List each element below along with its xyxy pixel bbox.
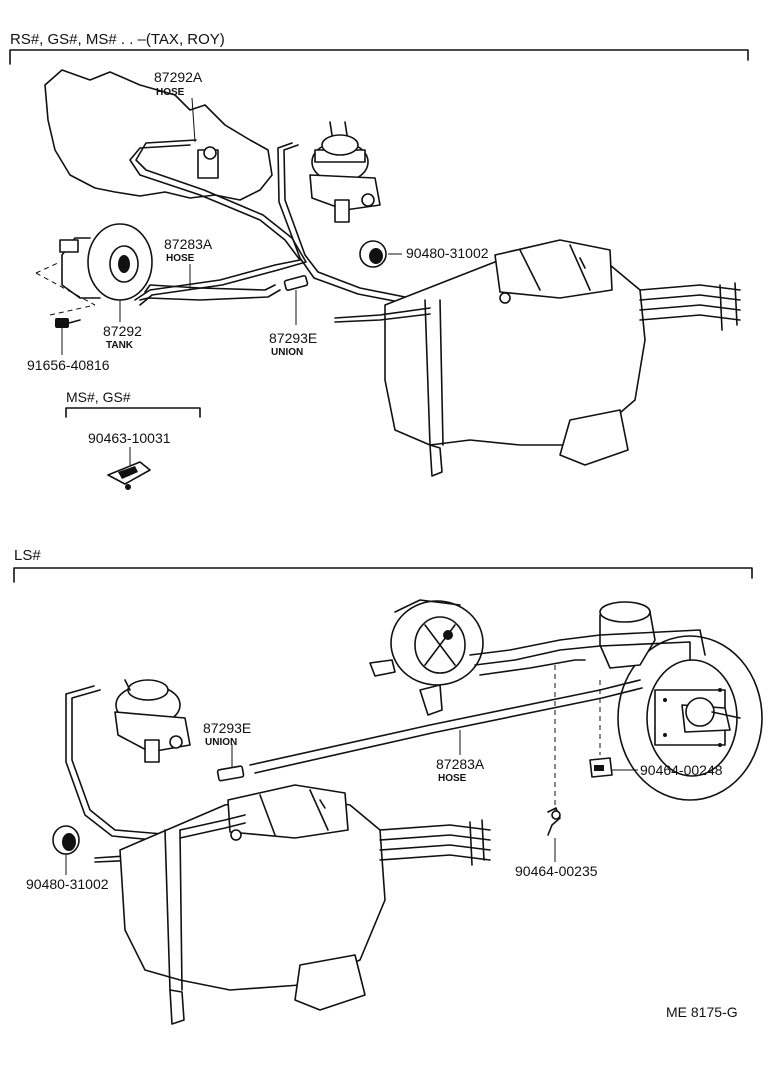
label-90480-31002-bottom: 90480-31002 — [26, 876, 109, 892]
hose-87292A — [129, 144, 301, 301]
top-section: RS#, GS#, MS# . . –(TAX, ROY) — [9, 31, 749, 490]
heater-unit-bottom — [119, 784, 491, 1025]
clip-90463-10031 — [107, 447, 151, 490]
label-87293E-bottom-number: 87293E — [203, 720, 251, 736]
heater-unit-top — [334, 239, 741, 477]
bottom-section-header: LS# — [14, 547, 41, 564]
label-91656-40816: 91656-40816 — [27, 357, 110, 373]
reservoir — [599, 601, 656, 669]
label-87283A-bottom-name: HOSE — [438, 773, 467, 784]
label-87292A-number: 87292A — [154, 69, 203, 85]
union-87293E-top — [283, 274, 309, 325]
bottom-section-bracket — [13, 567, 753, 583]
label-90464-00248: 90464-00248 — [640, 762, 723, 778]
diagram-code: ME 8175-G — [666, 1004, 738, 1020]
vacuum-actuator-top — [309, 121, 381, 223]
bolt-91656-40816 — [55, 318, 81, 355]
label-90480-31002-top: 90480-31002 — [406, 245, 489, 261]
top-sub-bracket — [65, 407, 201, 418]
hose-87283A-bottom — [249, 679, 641, 766]
label-87292-number: 87292 — [103, 323, 142, 339]
clip-90464-00248 — [589, 757, 638, 778]
label-87293E-top-number: 87293E — [269, 330, 317, 346]
vacuum-tank-bottom — [369, 599, 484, 716]
union-87293E-bottom — [216, 744, 245, 782]
vacuum-line-bottom — [71, 689, 176, 836]
body-panel-outline — [44, 69, 273, 201]
label-87293E-top-name: UNION — [271, 347, 303, 358]
vacuum-tank — [35, 223, 153, 316]
top-section-bracket — [9, 49, 749, 65]
label-90464-00235: 90464-00235 — [515, 863, 598, 879]
brake-booster — [617, 635, 763, 801]
grommet-top — [359, 240, 402, 268]
top-sub-header: MS#, GS# — [66, 389, 131, 405]
grommet-bottom — [52, 825, 80, 875]
label-87283A-top-number: 87283A — [164, 236, 213, 252]
label-90463-10031: 90463-10031 — [88, 430, 171, 446]
vacuum-line-top — [283, 144, 471, 306]
label-87283A-bottom-number: 87283A — [436, 756, 485, 772]
vacuum-actuator-bottom — [114, 679, 191, 763]
top-section-header: RS#, GS#, MS# . . –(TAX, ROY) — [10, 31, 225, 48]
label-87292A-name: HOSE — [156, 87, 185, 98]
bottom-section: LS# — [13, 547, 763, 1025]
clip-90464-00235 — [547, 807, 561, 862]
label-87292-name: TANK — [106, 340, 134, 351]
hose-87283A-top — [144, 284, 276, 293]
label-87293E-bottom-name: UNION — [205, 737, 237, 748]
hose-to-booster-upper — [469, 629, 706, 656]
label-87283A-top-name: HOSE — [166, 253, 195, 264]
